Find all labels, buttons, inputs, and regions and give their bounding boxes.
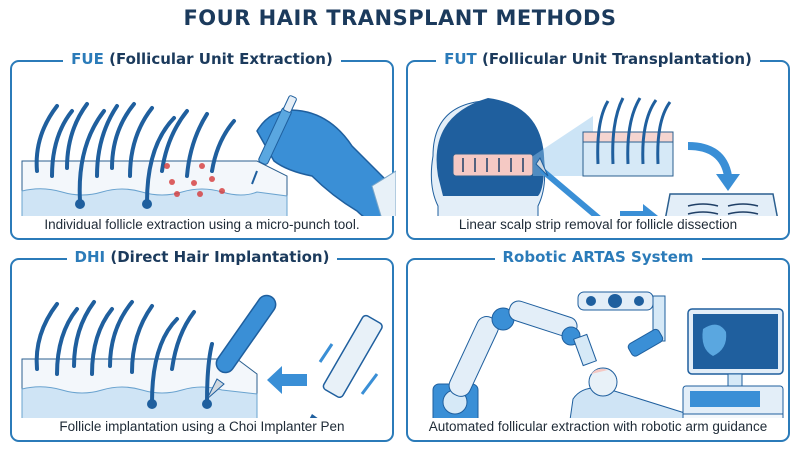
panel-abbr: DHI [74,248,106,266]
micro-punch-tool-icon [251,95,297,185]
panel-abbr: FUT [444,50,477,68]
dhi-illustration [21,294,383,418]
panel-title: FUT (Follicular Unit Transplantation) [408,50,788,69]
panel-title: DHI (Direct Hair Implantation) [12,248,392,267]
right-arrow-icon [620,204,658,216]
scalpel-icon [535,156,601,216]
skin-block-icon [21,358,258,418]
panel-robotic-artas: Robotic ARTAS System [406,248,790,442]
panel-fue: FUE (Follicular Unit Extraction) Ind [10,50,396,240]
robotic-illustration [432,291,784,418]
head-icon [430,98,546,216]
fut-illustration [430,97,778,216]
monitor-icon [682,308,784,418]
panel-title: FUE (Follicular Unit Extraction) [12,50,392,69]
panel-caption: Follicle implantation using a Choi Impla… [59,419,345,434]
skin-block-icon [21,160,288,216]
extraction-marks-icon [164,163,225,197]
panel-caption: Linear scalp strip removal for follicle … [458,217,738,232]
gloved-hand-icon [256,109,396,216]
robotic-arm-icon [432,300,598,418]
curved-arrow-icon [687,142,732,177]
choi-implanter-pen-icon [206,294,277,400]
panel-title-text: (Follicular Unit Extraction) [109,50,333,68]
dissection-tray-icon [665,193,778,216]
camera-icon [577,291,666,357]
page-title: FOUR HAIR TRANSPLANT METHODS [183,6,617,30]
hair-follicles-icon [34,102,236,204]
zoom-beam-icon [533,116,593,176]
panel-caption: Automated follicular extraction with rob… [428,419,768,434]
left-arrow-icon [267,366,307,394]
tissue-strip-icon [582,97,674,177]
pen-cross-section-icon [309,314,383,418]
hair-follicles-icon [34,300,214,404]
patient-icon [569,367,689,418]
fue-illustration [21,95,396,216]
panel-title: Robotic ARTAS System [408,248,788,267]
panel-title-text: (Direct Hair Implantation) [110,248,330,266]
panel-abbr: FUE [71,50,104,68]
panel-dhi: DHI (Direct Hair Implantation) Follicle … [10,248,394,442]
panel-title-text: (Follicular Unit Transplantation) [482,50,752,68]
panel-title-text: Robotic ARTAS System [502,248,694,266]
panel-caption: Individual follicle extraction using a m… [44,217,360,232]
panel-fut: FUT (Follicular Unit Transplantation) Li… [406,50,790,240]
down-arrow-icon [318,343,334,363]
